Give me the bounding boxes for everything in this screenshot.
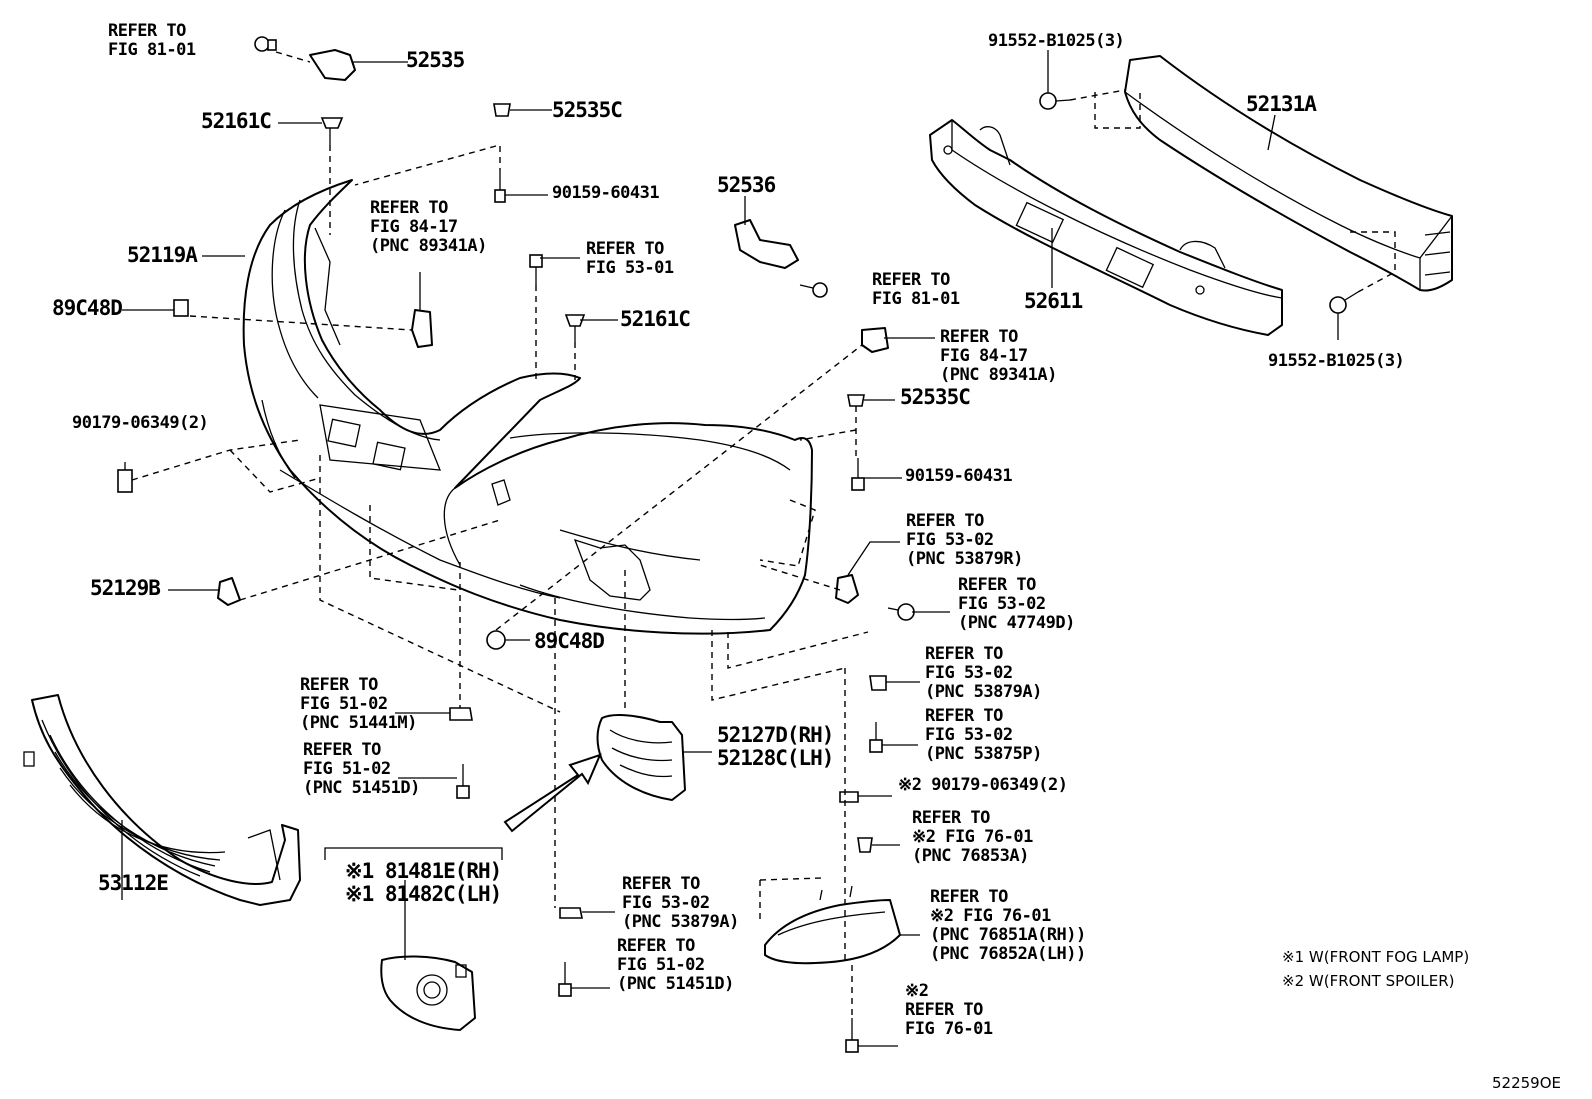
- label-refer-fig-51-02-51441m: REFER TO FIG 51-02 (PNC 51441M): [300, 675, 417, 733]
- label-52535c-top: 52535C: [552, 98, 623, 122]
- direction-arrow: [503, 753, 602, 833]
- reinforcement-bar: [1124, 55, 1453, 292]
- label-81481e-81482c: ※1 81481E(RH) ※1 81482C(LH): [345, 859, 502, 906]
- label-refer-fig-81-01-top: REFER TO FIG 81-01: [108, 21, 196, 60]
- legend-note-2: ※2 W(FRONT SPOILER): [1282, 972, 1455, 990]
- label-refer-fig-84-17-right: REFER TO FIG 84-17 (PNC 89341A): [940, 327, 1057, 385]
- label-refer-fig-51-02-51451d-left: REFER TO FIG 51-02 (PNC 51451D): [303, 740, 420, 798]
- energy-absorber: [929, 119, 1283, 336]
- label-52535: 52535: [406, 48, 465, 72]
- label-refer-fig-53-02-53875p: REFER TO FIG 53-02 (PNC 53875P): [925, 706, 1042, 764]
- legend-note-1: ※1 W(FRONT FOG LAMP): [1282, 948, 1470, 966]
- fog-bezel: [596, 714, 686, 801]
- label-89c48d-bottom: 89C48D: [534, 629, 605, 653]
- lower-grille: [23, 694, 301, 906]
- label-52131a: 52131A: [1246, 92, 1317, 116]
- assembly-lines: [131, 51, 1396, 1018]
- label-52127d-52128c: 52127D(RH) 52128C(LH): [717, 723, 834, 770]
- label-refer-fig-53-01: REFER TO FIG 53-01: [586, 239, 674, 278]
- label-52536: 52536: [717, 173, 776, 197]
- label-90159-60431-right: 90159-60431: [905, 466, 1013, 486]
- label-90179-06349-right: ※2 90179-06349(2): [898, 775, 1068, 795]
- front-spoiler: [764, 885, 901, 965]
- label-52129b: 52129B: [90, 576, 161, 600]
- label-89c48d-left: 89C48D: [52, 296, 123, 320]
- brackets: [217, 49, 889, 606]
- label-53112e: 53112E: [98, 871, 169, 895]
- label-refer-fig-76-01-76851a: REFER TO ※2 FIG 76-01 (PNC 76851A(RH)) (…: [930, 887, 1086, 964]
- label-52161c-top: 52161C: [201, 109, 272, 133]
- label-52535c-right: 52535C: [900, 385, 971, 409]
- label-refer-fig-81-01-mid: REFER TO FIG 81-01: [872, 270, 960, 309]
- fog-lamp-cover: [380, 955, 476, 1031]
- fasteners: [117, 36, 1359, 1053]
- label-refer-fig-84-17-left: REFER TO FIG 84-17 (PNC 89341A): [370, 198, 487, 256]
- label-refer-fig-53-02-53879a-bottom: REFER TO FIG 53-02 (PNC 53879A): [622, 874, 739, 932]
- figure-id: 52259OE: [1492, 1074, 1562, 1092]
- label-refer-fig-76-01-bottom: ※2 REFER TO FIG 76-01: [905, 981, 993, 1039]
- label-refer-fig-53-02-53879r: REFER TO FIG 53-02 (PNC 53879R): [906, 511, 1023, 569]
- label-91552-b1025-bottom: 91552-B1025(3): [1268, 351, 1405, 371]
- label-52161c-mid: 52161C: [620, 307, 691, 331]
- label-90179-06349-left: 90179-06349(2): [72, 413, 209, 433]
- bumper-cover: [242, 179, 813, 635]
- label-refer-fig-76-01-76853a: REFER TO ※2 FIG 76-01 (PNC 76853A): [912, 808, 1033, 866]
- label-90159-60431-top: 90159-60431: [552, 183, 660, 203]
- label-91552-b1025-top: 91552-B1025(3): [988, 31, 1125, 51]
- label-refer-fig-51-02-51451d-bottom: REFER TO FIG 51-02 (PNC 51451D): [617, 936, 734, 994]
- label-52611: 52611: [1024, 289, 1083, 313]
- label-refer-fig-53-02-53879a-right: REFER TO FIG 53-02 (PNC 53879A): [925, 644, 1042, 702]
- label-refer-fig-53-02-47749d: REFER TO FIG 53-02 (PNC 47749D): [958, 575, 1075, 633]
- leader-lines: [121, 50, 1339, 1047]
- label-52119a: 52119A: [127, 243, 198, 267]
